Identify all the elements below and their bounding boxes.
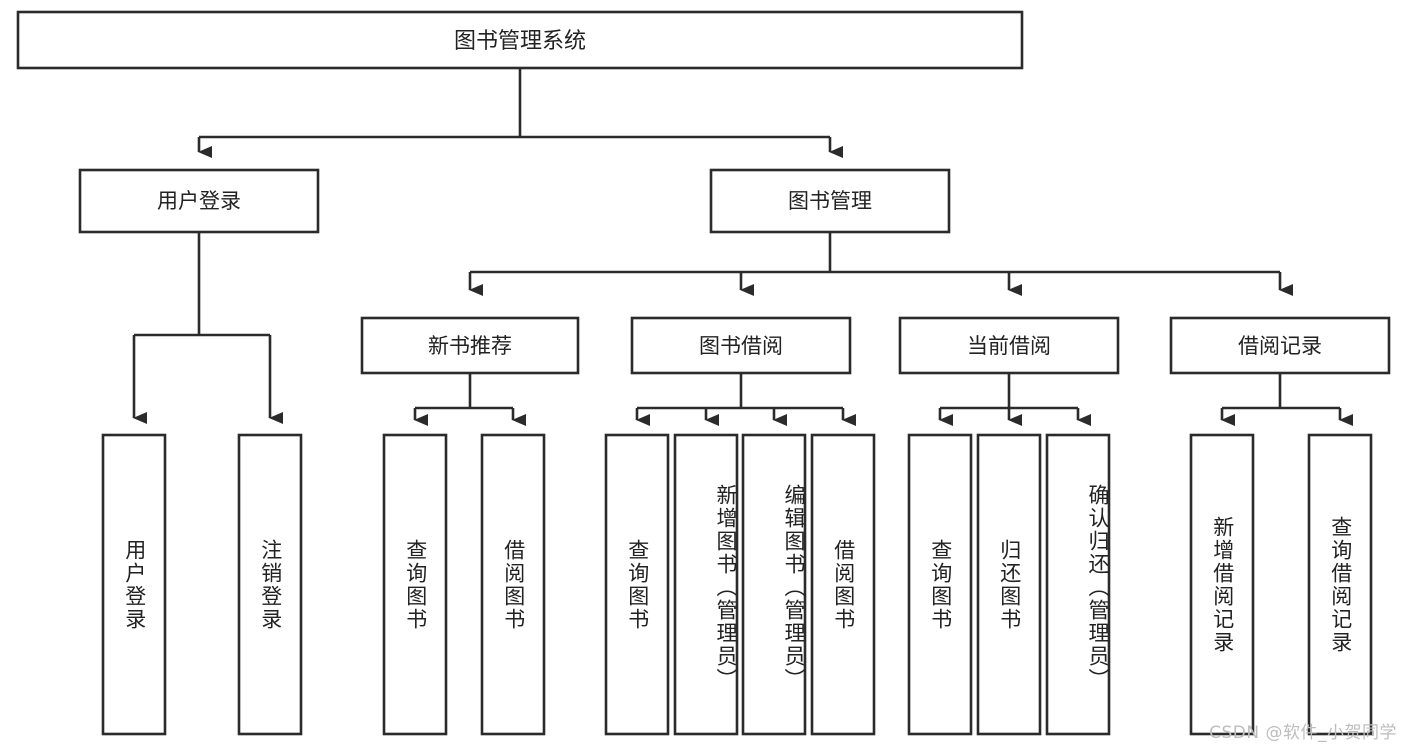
node-borrow-record[interactable]: 借阅记录 <box>1169 316 1391 375</box>
leaf-box-query-books-recommend[interactable] <box>382 433 448 736</box>
connector-user-login-to-leaves <box>132 232 283 424</box>
node-root-box[interactable] <box>16 10 1024 70</box>
connector-new-book-recommend-to-leaves <box>413 373 526 426</box>
node-current-borrow[interactable]: 当前借阅 <box>898 316 1120 375</box>
node-current-borrow-box[interactable] <box>898 316 1120 375</box>
node-current-borrow-label: 当前借阅 <box>967 334 1051 358</box>
node-root-label: 图书管理系统 <box>454 29 586 54</box>
node-book-management-label: 图书管理 <box>788 189 872 213</box>
leaf-box-borrow-books[interactable] <box>810 433 876 736</box>
leaf-box-add-book-admin[interactable] <box>673 433 739 736</box>
node-user-login-label: 用户登录 <box>157 189 241 213</box>
node-user-login[interactable]: 用户登录 <box>78 168 320 234</box>
connector-book-borrow-to-leaves <box>635 373 856 426</box>
leaf-box-query-borrow-record[interactable] <box>1307 433 1373 736</box>
leaf-box-logout[interactable] <box>237 433 303 736</box>
leaf-box-return-books[interactable] <box>976 433 1042 736</box>
node-root[interactable]: 图书管理系统 <box>16 10 1024 70</box>
connector-current-borrow-to-leaves <box>938 373 1091 426</box>
leaf-box-query-books-current[interactable] <box>907 433 973 736</box>
connector-book-management-to-level3 <box>468 232 1293 296</box>
connector-borrow-record-to-leaves <box>1220 373 1353 426</box>
leaf-box-query-books-borrow[interactable] <box>604 433 670 736</box>
watermark-text: CSDN @软件_小贺同学 <box>1209 723 1397 743</box>
leaf-box-edit-book-admin[interactable] <box>741 433 807 736</box>
node-new-book-recommend[interactable]: 新书推荐 <box>360 316 580 375</box>
connector-root-to-level2 <box>197 68 843 158</box>
node-borrow-record-label: 借阅记录 <box>1238 334 1322 358</box>
node-book-borrow-label: 图书借阅 <box>699 334 783 358</box>
node-book-borrow[interactable]: 图书借阅 <box>630 316 852 375</box>
leaf-box-user-login[interactable] <box>101 433 167 736</box>
node-user-login-box[interactable] <box>78 168 320 234</box>
node-new-book-recommend-box[interactable] <box>360 316 580 375</box>
leaf-box-confirm-return-admin[interactable] <box>1045 433 1111 736</box>
leaf-box-borrow-books-recommend[interactable] <box>480 433 546 736</box>
node-book-management[interactable]: 图书管理 <box>709 168 951 234</box>
leaf-box-add-borrow-record[interactable] <box>1189 433 1255 736</box>
node-new-book-recommend-label: 新书推荐 <box>428 334 512 358</box>
